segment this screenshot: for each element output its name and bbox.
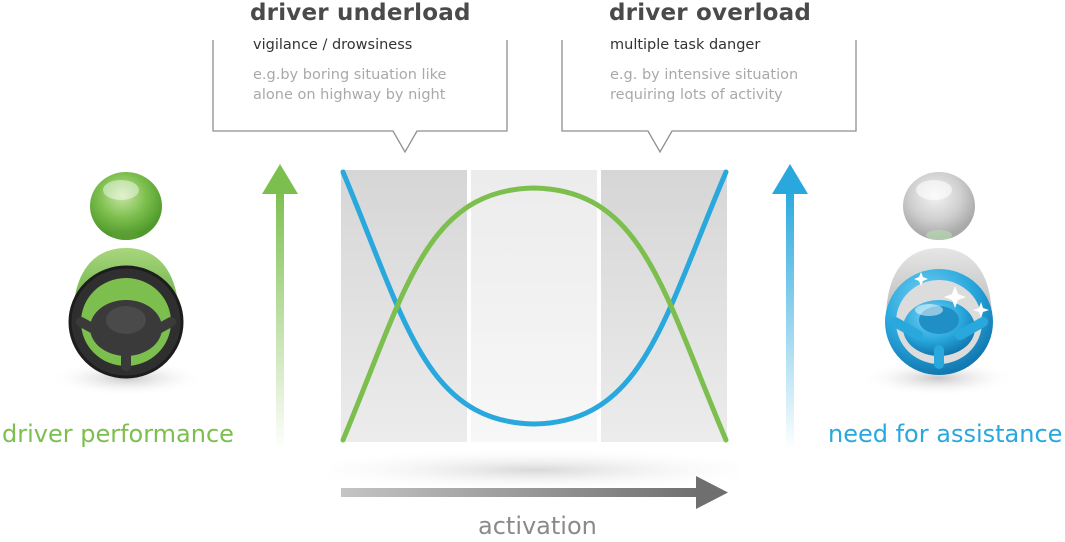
- need-for-assistance-arrow: [772, 164, 808, 450]
- optimal-zone: [471, 170, 597, 442]
- driver-performance-curve: [340, 185, 729, 443]
- underload-desc-line-1: e.g.by boring situation like: [253, 67, 447, 83]
- need-for-assistance-label: need for assistance: [828, 420, 1063, 448]
- underload-title: driver underload: [250, 0, 471, 26]
- need-for-assistance-curve: [340, 169, 729, 427]
- driver-green-steering-wheel-icon: [55, 172, 205, 396]
- underload-callout-box: [212, 40, 508, 154]
- underload-subtitle: vigilance / drowsiness: [253, 37, 413, 53]
- overload-callout-box: [561, 40, 857, 154]
- overload-desc-line-2: requiring lots of activity: [610, 87, 783, 103]
- driver-performance-arrow: [262, 164, 298, 450]
- activation-curve-diagram: [330, 169, 740, 490]
- underload-desc-line-2: alone on highway by night: [253, 87, 446, 103]
- underload-description: e.g.by boring situation like alone on hi…: [253, 65, 446, 105]
- floor-shadow: [330, 448, 740, 490]
- overload-title: driver overload: [609, 0, 812, 26]
- activation-arrow: [341, 476, 728, 509]
- callout-boxes: [212, 40, 857, 154]
- overload-desc-line-1: e.g. by intensive situation: [610, 67, 799, 83]
- activation-label: activation: [478, 512, 597, 540]
- overload-description: e.g. by intensive situation requiring lo…: [610, 65, 798, 105]
- driver-gray-blue-steering-wheel-icon: [863, 172, 1013, 396]
- overload-subtitle: multiple task danger: [610, 37, 761, 53]
- driver-performance-label: driver performance: [2, 420, 234, 448]
